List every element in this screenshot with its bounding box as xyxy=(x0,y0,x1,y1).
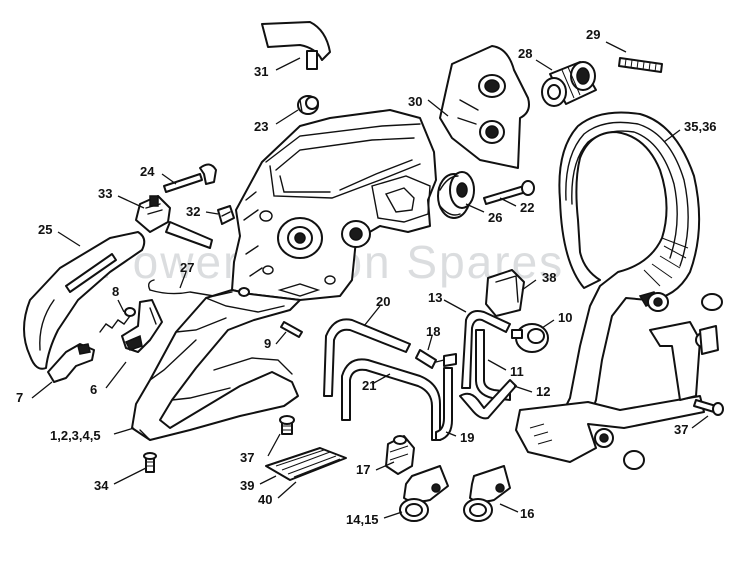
callout-13: 13 xyxy=(428,290,442,305)
part-13-hose xyxy=(461,310,511,389)
part-12-hose xyxy=(459,379,517,420)
callout-12: 12 xyxy=(536,384,550,399)
callout-39: 39 xyxy=(240,478,254,493)
callout-16: 16 xyxy=(520,506,534,521)
part-21-hose xyxy=(341,358,441,441)
callout-9: 9 xyxy=(264,336,271,351)
part-18-fitting xyxy=(415,349,457,369)
part-8-spring xyxy=(99,307,136,333)
callout-33: 33 xyxy=(98,186,112,201)
callout-32: 32 xyxy=(186,204,200,219)
part-31-cover xyxy=(261,21,331,70)
part-32-bracket xyxy=(217,205,235,225)
callout-8: 8 xyxy=(112,284,119,299)
part-25-handguard xyxy=(23,231,146,370)
part-34-screw xyxy=(143,452,157,473)
callout-34: 34 xyxy=(94,478,109,493)
part-23-grommet xyxy=(297,95,319,115)
callout-37-center: 37 xyxy=(240,450,254,465)
part-14-15-clamp xyxy=(399,465,449,522)
part-30-shield xyxy=(439,45,530,169)
callout-20: 20 xyxy=(376,294,390,309)
callout-18: 18 xyxy=(426,324,440,339)
callout-19: 19 xyxy=(460,430,474,445)
part-9-pin xyxy=(280,321,303,338)
part-16-clamp xyxy=(463,465,511,522)
part-main-housing xyxy=(231,109,437,301)
callout-1-2-3-4-5: 1,2,3,4,5 xyxy=(50,428,101,443)
callout-24: 24 xyxy=(140,164,155,179)
part-24-rod xyxy=(163,163,217,193)
part-29-screw xyxy=(618,57,663,73)
callout-23: 23 xyxy=(254,119,268,134)
part-28-flange xyxy=(541,61,597,107)
callout-10: 10 xyxy=(558,310,572,325)
part-38-damper xyxy=(485,269,525,317)
callout-30: 30 xyxy=(408,94,422,109)
part-7-interlock xyxy=(47,343,95,383)
callout-37-right: 37 xyxy=(674,422,688,437)
part-20-hose xyxy=(323,318,411,397)
callout-38: 38 xyxy=(542,270,556,285)
callout-11: 11 xyxy=(510,364,524,379)
part-10-valve xyxy=(511,323,549,353)
part-17-pickup xyxy=(385,435,415,475)
part-1-5-tank-handle xyxy=(131,287,301,441)
part-26-buffer xyxy=(437,171,475,219)
part-27-wire xyxy=(147,279,233,297)
part-37-screw-right xyxy=(693,399,724,416)
callout-7: 7 xyxy=(16,390,23,405)
callout-27: 27 xyxy=(180,260,194,275)
part-35-36-handlebar xyxy=(515,111,723,470)
leader-lines xyxy=(31,41,709,519)
callout-31: 31 xyxy=(254,64,268,79)
part-6-trigger xyxy=(121,299,163,353)
callout-28: 28 xyxy=(518,46,532,61)
callout-29: 29 xyxy=(586,27,600,42)
callout-40: 40 xyxy=(258,492,272,507)
part-37-screw-center xyxy=(279,415,295,435)
callout-26: 26 xyxy=(488,210,502,225)
callout-6: 6 xyxy=(90,382,97,397)
part-19-hose xyxy=(435,367,453,441)
part-22-bolt xyxy=(483,180,535,205)
part-33-lever xyxy=(135,195,213,249)
callout-21: 21 xyxy=(362,378,376,393)
callout-35-36: 35,36 xyxy=(684,119,717,134)
callout-14-15: 14,15 xyxy=(346,512,379,527)
callout-17: 17 xyxy=(356,462,370,477)
callout-labels: 29 28 31 23 30 35,36 24 33 32 26 22 25 2… xyxy=(16,27,717,527)
part-39-40-plate xyxy=(265,447,347,481)
callout-22: 22 xyxy=(520,200,534,215)
callout-25: 25 xyxy=(38,222,52,237)
